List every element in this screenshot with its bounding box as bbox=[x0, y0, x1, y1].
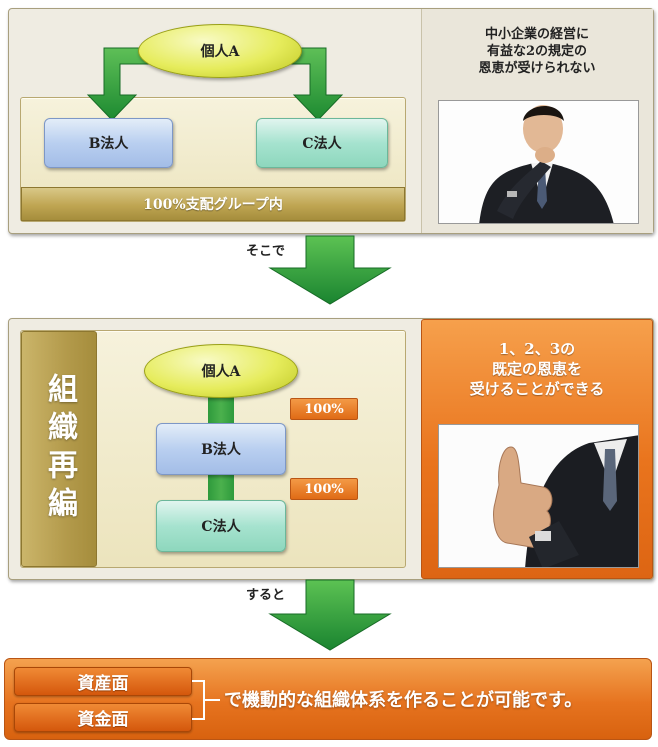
person-a-oval-2: 個人A bbox=[144, 344, 298, 398]
tag-bracket bbox=[192, 680, 220, 720]
caption-2-line-2: 既定の恩恵を bbox=[491, 360, 582, 378]
caption-1-line-2: 有益な2の規定の bbox=[486, 43, 588, 59]
reorg-side-label-text: 組織再編 bbox=[42, 373, 77, 525]
down-arrow-1 bbox=[268, 235, 392, 305]
down-arrow-2 bbox=[268, 579, 392, 651]
company-b-box-2: B法人 bbox=[156, 423, 286, 475]
ownership-badge-1: 100% bbox=[290, 398, 358, 420]
thinking-businessman-photo bbox=[438, 100, 639, 224]
connector-b-c bbox=[208, 474, 234, 504]
arrow-left bbox=[86, 47, 151, 121]
caption-2-line-3: 受けることができる bbox=[469, 380, 605, 398]
caption-2-line-1: 1、2、3の bbox=[498, 340, 576, 358]
company-c-box: C法人 bbox=[256, 118, 388, 168]
group-label: 100%支配グループ内 bbox=[21, 187, 405, 221]
connector-text-1: そこで bbox=[246, 244, 286, 259]
caption-1-line-1: 中小企業の経営に bbox=[484, 26, 589, 42]
person-a-oval: 個人A bbox=[138, 24, 302, 78]
tag-assets: 資産面 bbox=[14, 667, 192, 696]
connector-text-2: すると bbox=[246, 588, 286, 603]
caption-2: 1、2、3の 既定の恩恵を 受けることができる bbox=[421, 328, 653, 410]
company-c-box-2: C法人 bbox=[156, 500, 286, 552]
summary-text: で機動的な組織体系を作ることが可能です。 bbox=[224, 690, 583, 711]
tag-funds: 資金面 bbox=[14, 703, 192, 732]
caption-1: 中小企業の経営に 有益な2の規定の 恩恵が受けられない bbox=[421, 14, 653, 88]
reorg-side-label: 組織再編 bbox=[21, 331, 97, 567]
caption-1-line-3: 恩恵が受けられない bbox=[478, 60, 596, 76]
company-b-box: B法人 bbox=[44, 118, 173, 168]
thumbs-up-businessman-photo bbox=[438, 424, 639, 568]
arrow-right bbox=[289, 47, 344, 121]
group-arrows bbox=[86, 47, 344, 121]
ownership-badge-2: 100% bbox=[290, 478, 358, 500]
